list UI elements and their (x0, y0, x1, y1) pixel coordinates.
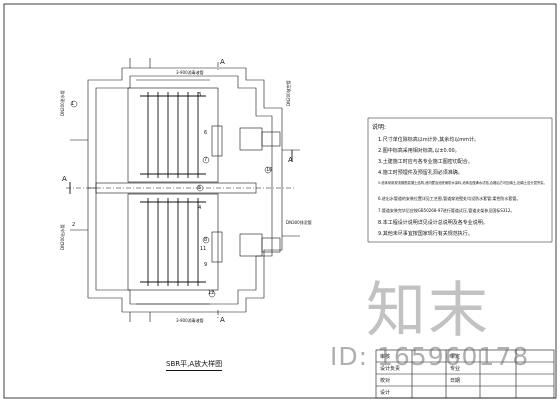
title-block-date: 日期 (450, 378, 461, 384)
pipe-label-top: 3-900消毒液管 (176, 70, 204, 75)
title-block-approve: 审定 (450, 354, 461, 360)
section-mark-a-bottom: A (220, 316, 225, 324)
notes-heading: 说明: (372, 124, 387, 131)
notes-frame (367, 117, 553, 243)
note-item-2: 2.图中标高采用相对标高,以±0.00。 (378, 148, 460, 154)
tag-12: 12 (208, 290, 215, 296)
tag-9: 9 (204, 262, 208, 268)
decanter-upper (211, 125, 223, 157)
tag-1: 1 (71, 101, 75, 107)
tag-4: 4 (198, 205, 202, 211)
pipe-label-right-2: DN300排泥管 (286, 220, 312, 225)
title-block-review: 审核 (380, 354, 391, 360)
sheet-frame (3, 3, 557, 399)
tag-6: 6 (204, 130, 208, 136)
pipe-label-right-1: DN200放空管 (286, 80, 291, 106)
pipe-label-bottom: 3-900消毒液管 (176, 318, 204, 323)
note-item-1: 1.尺寸单位除标高以m计外,其余均以mm计。 (378, 137, 479, 143)
tag-2: 2 (72, 222, 76, 228)
decanter-lower (211, 231, 223, 263)
note-item-6: 6.进出水管道的安装位置详见工艺图,管道穿池壁处均设防水套管:柔性防水套管。 (378, 196, 521, 201)
tag-11: 11 (200, 246, 207, 252)
tag-7: 7 (204, 157, 208, 163)
title-block-check: 校对 (380, 378, 391, 384)
tag-10: 10 (266, 167, 273, 173)
title-block (375, 349, 555, 399)
tag-5: 5 (198, 185, 202, 191)
valve-box-upper (239, 127, 263, 151)
note-item-8: 8.本工程设计说明详见设计总说明及各专业说明。 (378, 220, 488, 226)
note-item-9: 9.其他未尽事宜按国家现行有关规范执行。 (378, 231, 473, 237)
note-item-3: 3.土建施工时应与各专业施工图密切配合。 (378, 159, 473, 165)
lower-basin (127, 193, 219, 291)
tag-8: 8 (204, 237, 208, 243)
section-mark-a-top: A (220, 58, 225, 66)
tank-outer-wall (87, 67, 283, 313)
note-item-7: 7.管道安装完毕后应按GB50268-97进行管道试压,管道支架参见国标S312… (378, 208, 515, 213)
tank-inner-wall (95, 75, 273, 305)
section-mark-a-left: A (62, 175, 67, 183)
watermark-brand: 知末 (366, 276, 490, 346)
drawing-caption: SBR平,A放大样图 (166, 360, 223, 371)
section-line-a (66, 62, 296, 318)
section-mark-a-right: A (288, 156, 293, 164)
watermark-id: ID: 165960178 (330, 342, 530, 371)
aeration-grid-upper (140, 92, 206, 178)
pipe-label-left-1: DN200进水管 (60, 90, 65, 116)
title-block-lead: 设计负责 (380, 366, 401, 372)
pipe-label-left-2: DN200出水管 (60, 224, 65, 250)
tag-3: 3 (198, 92, 202, 98)
note-item-4: 4.施工时预埋件及预留孔洞必须准确。 (378, 170, 463, 176)
note-item-5: 5.池体采用现浇钢筋混凝土结构,池内壁及池底刷防水涂料,池体应做满水试验,合格后… (378, 181, 547, 185)
title-block-discipline: 专业 (450, 366, 461, 372)
aeration-grid-lower (140, 198, 206, 286)
upper-basin (127, 87, 219, 183)
title-block-design: 设计 (380, 390, 391, 396)
valve-box-lower (239, 233, 263, 257)
